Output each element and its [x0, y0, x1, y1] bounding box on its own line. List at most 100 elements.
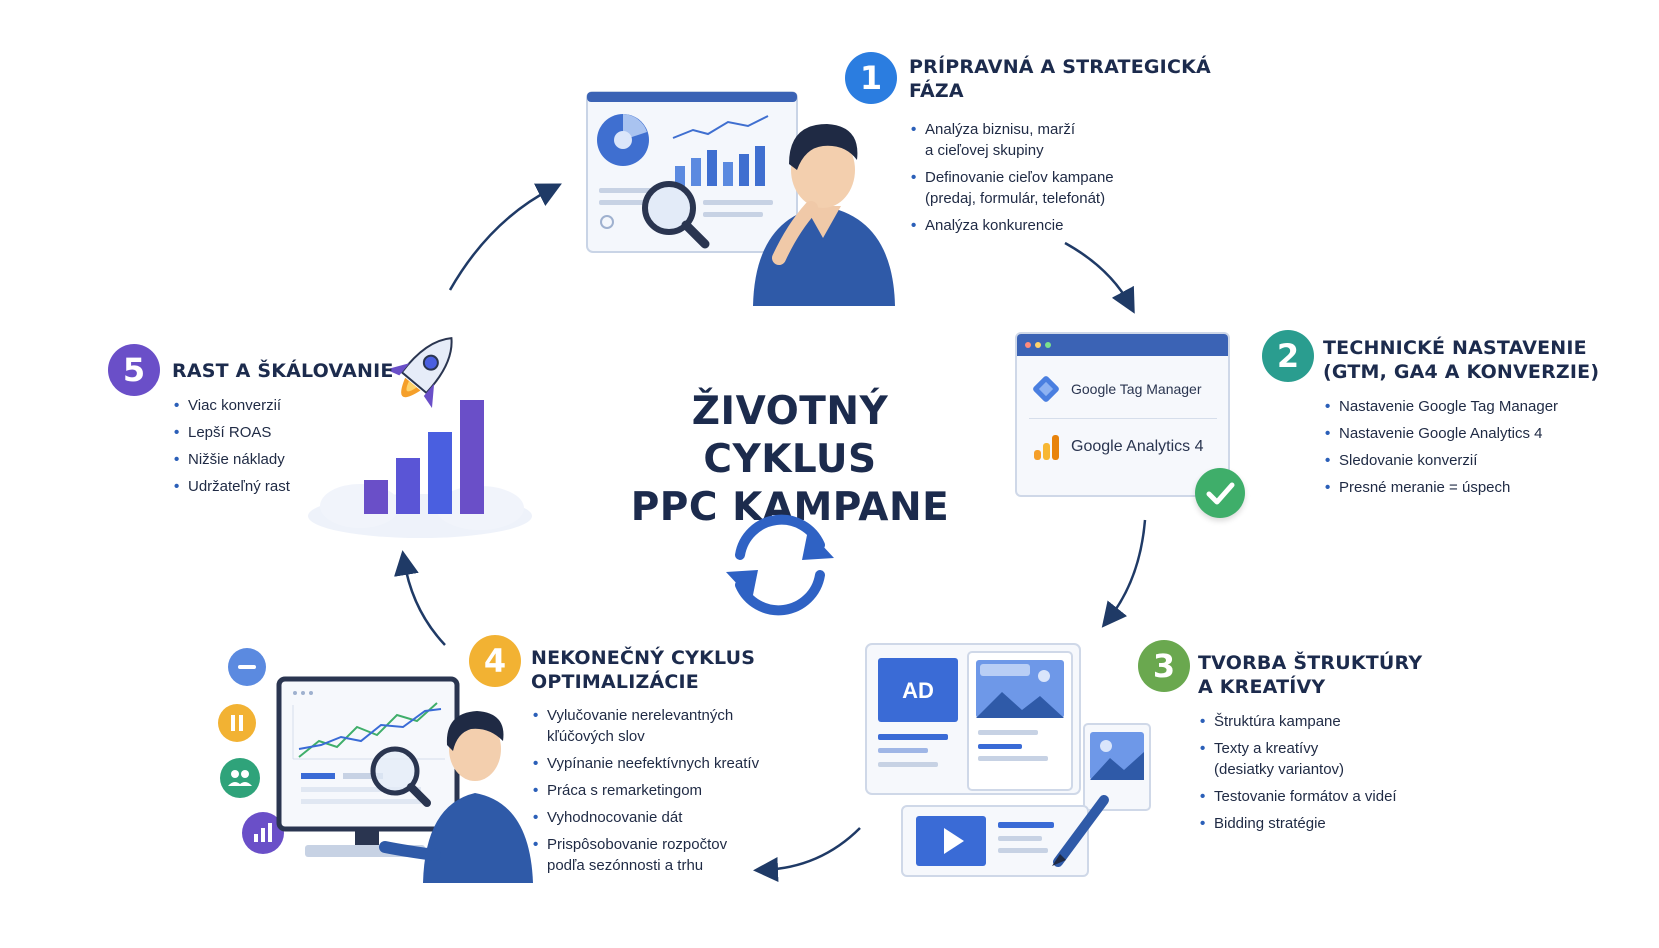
gtm-row: Google Tag Manager [1031, 374, 1202, 404]
list-item-line: Testovanie formátov a videí [1214, 788, 1397, 805]
list-item: Sledovanie konverzií [1323, 450, 1643, 471]
ga4-logo-icon [1034, 435, 1059, 460]
tools-card: Google Tag Manager Google Analytics 4 [1015, 332, 1230, 497]
list-item-line: Definovanie cieľov kampane [925, 169, 1114, 186]
ga4-row: Google Analytics 4 [1031, 432, 1204, 462]
list-item-line: (desiatky variantov) [1214, 761, 1345, 778]
phase-3-title-line: A KREATÍVY [1198, 676, 1326, 698]
pause-icon [218, 704, 256, 742]
audience-icon [220, 758, 260, 798]
phase-2-title-line: (GTM, GA4 A KONVERZIE) [1323, 361, 1600, 383]
list-item: Viac konverzií [172, 395, 372, 416]
list-item-line: Bidding stratégie [1214, 815, 1326, 832]
ga4-label: Google Analytics 4 [1071, 438, 1204, 455]
arrow-5-to-1 [448, 183, 562, 291]
list-item-line: Štruktúra kampane [1214, 713, 1341, 730]
list-item-line: Texty a kreatívy [1214, 740, 1319, 757]
phase-1-title: PRÍPRAVNÁ A STRATEGICKÁ FÁZA [909, 55, 1211, 103]
phase-2-items: Nastavenie Google Tag Manager Nastavenie… [1323, 396, 1643, 504]
list-item: Prispôsobovanie rozpočtov podľa sezónnost… [531, 834, 821, 876]
list-item: Nastavenie Google Analytics 4 [1323, 423, 1643, 444]
list-item-line: a cieľovej skupiny [925, 142, 1044, 159]
list-item: Nižšie náklady [172, 449, 372, 470]
phase-3-title-line: TVORBA ŠTRUKTÚRY [1198, 652, 1423, 674]
list-item: Presné meranie = úspech [1323, 477, 1643, 498]
phase-3-badge: 3 [1138, 640, 1190, 692]
arrow-1-to-2 [1064, 241, 1135, 314]
list-item-line: Vyhodnocovanie dát [547, 809, 683, 826]
arrow-4-to-5 [394, 550, 446, 646]
phase-1-title-line: FÁZA [909, 80, 964, 102]
phase-4-badge: 4 [469, 635, 521, 687]
ad-label: AD [902, 678, 934, 703]
list-item-line: Viac konverzií [188, 397, 282, 414]
gtm-label: Google Tag Manager [1071, 381, 1202, 397]
arrow-2-to-3 [1101, 519, 1147, 628]
phase-5-title-line: RAST A ŠKÁLOVANIE [172, 360, 394, 382]
minus-glyph [238, 665, 256, 669]
optimization-monitor-icon [276, 676, 533, 883]
list-item: Lepší ROAS [172, 422, 372, 443]
phase-3-title: TVORBA ŠTRUKTÚRY A KREATÍVY [1198, 651, 1422, 699]
window-dot [1025, 342, 1031, 348]
list-item: Texty a kreatívy (desiatky variantov) [1198, 738, 1498, 780]
audience-glyph [228, 770, 252, 786]
refresh-cycle-icon [726, 514, 834, 616]
phase-2-badge: 2 [1262, 330, 1314, 382]
tools-card-header [1017, 334, 1228, 356]
list-item: Práca s remarketingom [531, 780, 821, 801]
phase-4-title: NEKONEČNÝ CYKLUS OPTIMALIZÁCIE [531, 646, 755, 694]
list-item-line: Sledovanie konverzií [1339, 452, 1478, 469]
check-mark-glyph [1206, 482, 1235, 505]
phase-1-badge: 1 [845, 52, 897, 104]
phase-3-items: Štruktúra kampane Texty a kreatívy (desia… [1198, 711, 1498, 840]
list-item-line: Lepší ROAS [188, 424, 272, 441]
phase-5-title: RAST A ŠKÁLOVANIE [172, 359, 394, 383]
phase-5-badge: 5 [108, 344, 160, 396]
phase-2-title: TECHNICKÉ NASTAVENIE (GTM, GA4 A KONVERZ… [1323, 336, 1599, 384]
gtm-logo-icon [1033, 376, 1059, 402]
phase-5-items: Viac konverzií Lepší ROAS Nižšie náklady… [172, 395, 372, 503]
list-item-line: Prispôsobovanie rozpočtov [547, 836, 728, 853]
analytics-bars-glyph [254, 823, 272, 842]
phase-4-items: Vylučovanie nerelevantných kľúčových slov… [531, 705, 821, 882]
list-item: Vyhodnocovanie dát [531, 807, 821, 828]
list-item: Testovanie formátov a videí [1198, 786, 1498, 807]
list-item-line: Nastavenie Google Analytics 4 [1339, 425, 1543, 442]
list-item-line: Analýza konkurencie [925, 217, 1064, 234]
list-item-line: Práca s remarketingom [547, 782, 703, 799]
center-title-line1: ŽIVOTNÝ CYKLUS [691, 389, 889, 482]
list-item: Analýza konkurencie [909, 215, 1209, 236]
phase-1-title-line: PRÍPRAVNÁ A STRATEGICKÁ [909, 56, 1211, 78]
list-item-line: Vypínanie neefektívnych kreatív [547, 755, 760, 772]
list-item-line: Nastavenie Google Tag Manager [1339, 398, 1559, 415]
list-item-line: Analýza biznisu, marží [925, 121, 1076, 138]
list-item-line: kľúčových slov [547, 728, 645, 745]
ad-creatives-icon: AD [865, 643, 1151, 877]
phase-2-title-line: TECHNICKÉ NASTAVENIE [1323, 337, 1587, 359]
list-item: Štruktúra kampane [1198, 711, 1498, 732]
pause-bar [239, 715, 243, 731]
list-item: Bidding stratégie [1198, 813, 1498, 834]
list-item: Analýza biznisu, marží a cieľovej skupiny [909, 119, 1209, 161]
list-item: Nastavenie Google Tag Manager [1323, 396, 1643, 417]
list-item: Definovanie cieľov kampane (predaj, formu… [909, 167, 1209, 209]
minus-icon [228, 648, 266, 686]
phase-4-title-line: NEKONEČNÝ CYKLUS [531, 647, 756, 669]
list-item-line: Udržateľný rast [188, 478, 290, 495]
list-item-line: (predaj, formulár, telefonát) [925, 190, 1106, 207]
tools-card-divider [1029, 418, 1217, 419]
phase-4-title-line: OPTIMALIZÁCIE [531, 671, 699, 693]
check-icon [1195, 468, 1245, 518]
window-dot [1035, 342, 1041, 348]
analyst-with-magnifier-icon [586, 91, 895, 306]
list-item: Vypínanie neefektívnych kreatív [531, 753, 821, 774]
list-item-line: Presné meranie = úspech [1339, 479, 1511, 496]
list-item-line: Vylučovanie nerelevantných [547, 707, 734, 724]
list-item-line: Nižšie náklady [188, 451, 285, 468]
pause-bar [231, 715, 235, 731]
list-item-line: podľa sezónnosti a trhu [547, 857, 704, 874]
list-item: Vylučovanie nerelevantných kľúčových slov [531, 705, 821, 747]
list-item: Udržateľný rast [172, 476, 372, 497]
